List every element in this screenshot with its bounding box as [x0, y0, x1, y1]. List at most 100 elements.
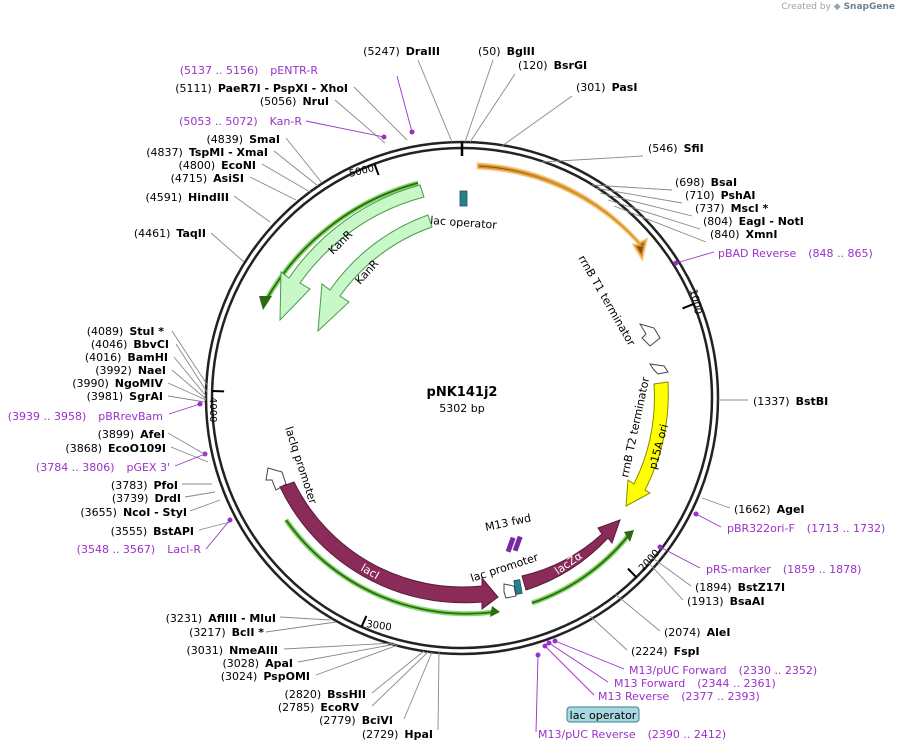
- enzyme-name: BsrGI: [554, 59, 587, 72]
- enzyme-label[interactable]: (5056)NruI: [260, 95, 329, 108]
- enzyme-label[interactable]: (840)XmnI: [710, 228, 777, 241]
- enzyme-name: BbvCI: [133, 338, 169, 351]
- primer-range: (2344 .. 2361): [697, 677, 776, 690]
- enzyme-label[interactable]: (4046) BbvCI: [91, 338, 169, 351]
- enzyme-label[interactable]: (301)PasI: [576, 81, 637, 94]
- enzyme-label[interactable]: (4839)SmaI: [207, 133, 280, 146]
- enzyme-label[interactable]: (4591)HindIII: [145, 191, 229, 204]
- enzyme-pos: (301): [576, 81, 606, 94]
- primer-label[interactable]: pBR322ori-F(1713 .. 1732): [727, 522, 885, 535]
- m13-fwd-marker-b[interactable]: [512, 535, 523, 552]
- enzyme-name: PaeR7I - PspXI - XhoI: [218, 82, 348, 95]
- enzyme-pos: (4046): [91, 338, 128, 351]
- enzyme-leader-43: [334, 99, 386, 144]
- enzyme-label[interactable]: (3783)PfoI: [111, 479, 178, 492]
- enzyme-label[interactable]: (1913)BsaAI: [687, 595, 765, 608]
- primer-label[interactable]: (3784 .. 3806)pGEX 3': [36, 461, 170, 474]
- primer-label[interactable]: (5053 .. 5072)Kan-R: [179, 115, 302, 128]
- enzyme-label[interactable]: (5247)DraIII: [363, 45, 440, 58]
- primer-name: M13/pUC Forward: [629, 664, 727, 677]
- primer-label[interactable]: M13 Reverse(2377 .. 2393): [598, 690, 760, 703]
- enzyme-label[interactable]: (737) MscI *: [695, 202, 769, 215]
- primer-label[interactable]: M13/pUC Reverse(2390 .. 2412): [538, 728, 726, 741]
- primer-label[interactable]: M13 Forward(2344 .. 2361): [614, 677, 776, 690]
- primer-range: (2377 .. 2393): [681, 690, 760, 703]
- enzyme-label[interactable]: (1894)BstZ17I: [695, 581, 785, 594]
- feature-arrow-top[interactable]: [476, 162, 649, 262]
- kanr-arrow-inner[interactable]: [317, 214, 433, 333]
- enzyme-name: EcoRV: [320, 701, 359, 714]
- enzyme-label[interactable]: (5111)PaeR7I - PspXI - XhoI: [175, 82, 348, 95]
- primer-label[interactable]: M13/pUC Forward(2330 .. 2352): [629, 664, 817, 677]
- enzyme-name: BstBI: [796, 395, 829, 408]
- primer-name: pBR322ori-F: [727, 522, 795, 535]
- enzyme-pos: (4800): [179, 159, 216, 172]
- enzyme-label[interactable]: (804)EagI - NotI: [703, 215, 804, 228]
- enzyme-name: MscI *: [731, 202, 769, 215]
- enzyme-label[interactable]: (3739)DrdI: [112, 492, 181, 505]
- m13-fwd-marker-a[interactable]: [505, 536, 516, 553]
- rrnb-t1-label: rrnB T1 terminator: [575, 253, 638, 349]
- enzyme-label[interactable]: (2074)AleI: [664, 626, 730, 639]
- enzyme-leader-5: [591, 184, 673, 191]
- enzyme-label[interactable]: (4016)BamHI: [85, 351, 168, 364]
- primer-label[interactable]: (3548 .. 3567)LacI-R: [77, 543, 202, 556]
- enzyme-label[interactable]: (3555)BstAPI: [111, 525, 194, 538]
- enzyme-label[interactable]: (2779)BciVI: [319, 714, 393, 727]
- enzyme-label[interactable]: (3868)EcoO109I: [65, 442, 166, 455]
- enzyme-pos: (3899): [98, 428, 135, 441]
- enzyme-label[interactable]: (2729)HpaI: [362, 728, 433, 741]
- lac-operator-marker-top[interactable]: [459, 190, 468, 207]
- tick-label-1000: 1000: [687, 288, 703, 315]
- kanr-arrow-outer[interactable]: [279, 184, 425, 322]
- enzyme-label[interactable]: (120)BsrGI: [518, 59, 587, 72]
- laczalpha-arrow[interactable]: [521, 519, 621, 591]
- laciq-promoter-symbol: [265, 467, 287, 491]
- enzyme-label[interactable]: (4837)TspMI - XmaI: [146, 146, 268, 159]
- enzyme-label[interactable]: (2785)EcoRV: [278, 701, 360, 714]
- enzyme-label[interactable]: (3217)BclI *: [189, 626, 264, 639]
- enzyme-pos: (3024): [221, 670, 258, 683]
- enzyme-label[interactable]: (3031)NmeAIII: [187, 644, 279, 657]
- enzyme-leader-9: [613, 205, 707, 243]
- enzyme-label[interactable]: (4089)StuI *: [87, 325, 165, 338]
- primer-label[interactable]: pRS-marker(1859 .. 1878): [706, 563, 861, 576]
- enzyme-leader-4: [541, 155, 644, 163]
- plasmid-name: pNK141j2: [427, 385, 498, 400]
- primer-leader-6: [548, 642, 609, 683]
- enzyme-label[interactable]: (3231)AflIII - MluI: [166, 612, 276, 625]
- enzyme-label[interactable]: (698)BsaI: [675, 176, 737, 189]
- enzyme-pos: (737): [695, 202, 725, 215]
- primer-label[interactable]: (3939 .. 3958)pBRrevBam: [8, 410, 163, 423]
- enzyme-label[interactable]: (4715)AsiSI: [171, 172, 244, 185]
- plasmid-length: 5302 bp: [439, 402, 484, 415]
- enzyme-label[interactable]: (3024)PspOMI: [221, 670, 310, 683]
- enzyme-leader-30: [167, 432, 207, 456]
- enzyme-label[interactable]: (4461)TaqII: [134, 227, 206, 240]
- primer-label[interactable]: pBAD Reverse(848 .. 865): [718, 247, 873, 260]
- credit-brand: SnapGene: [843, 2, 895, 12]
- enzyme-label[interactable]: (546)SfiI: [648, 142, 704, 155]
- enzyme-label[interactable]: (2820)BssHII: [285, 688, 366, 701]
- enzyme-label[interactable]: (1662)AgeI: [734, 503, 805, 516]
- enzyme-label[interactable]: (3028)ApaI: [223, 657, 293, 670]
- enzyme-label[interactable]: (3992)NaeI: [95, 364, 166, 377]
- enzyme-label[interactable]: (3990)NgoMIV: [72, 377, 163, 390]
- p15a-ori-arrow[interactable]: [625, 381, 669, 507]
- laci-arrow[interactable]: [279, 481, 499, 610]
- enzyme-pos: (2074): [664, 626, 701, 639]
- enzyme-label[interactable]: (3981)SgrAI: [87, 390, 163, 403]
- lac-operator-box[interactable]: [566, 706, 640, 723]
- enzyme-label[interactable]: (1337)BstBI: [753, 395, 828, 408]
- enzyme-label[interactable]: (3655)NcoI - StyI: [80, 506, 187, 519]
- lac-operator-marker-bottom[interactable]: [513, 579, 523, 595]
- enzyme-label[interactable]: (3899)AfeI: [98, 428, 165, 441]
- enzyme-label[interactable]: (4800)EcoNI: [179, 159, 256, 172]
- enzyme-label[interactable]: (710)PshAI: [685, 189, 755, 202]
- enzyme-name: StuI *: [129, 325, 164, 338]
- enzyme-name: BglII: [507, 45, 535, 58]
- enzyme-leader-16: [437, 651, 440, 731]
- primer-label[interactable]: (5137 .. 5156)pENTR-R: [180, 64, 319, 77]
- enzyme-label[interactable]: (50)BglII: [478, 45, 535, 58]
- enzyme-label[interactable]: (2224)FspI: [631, 645, 700, 658]
